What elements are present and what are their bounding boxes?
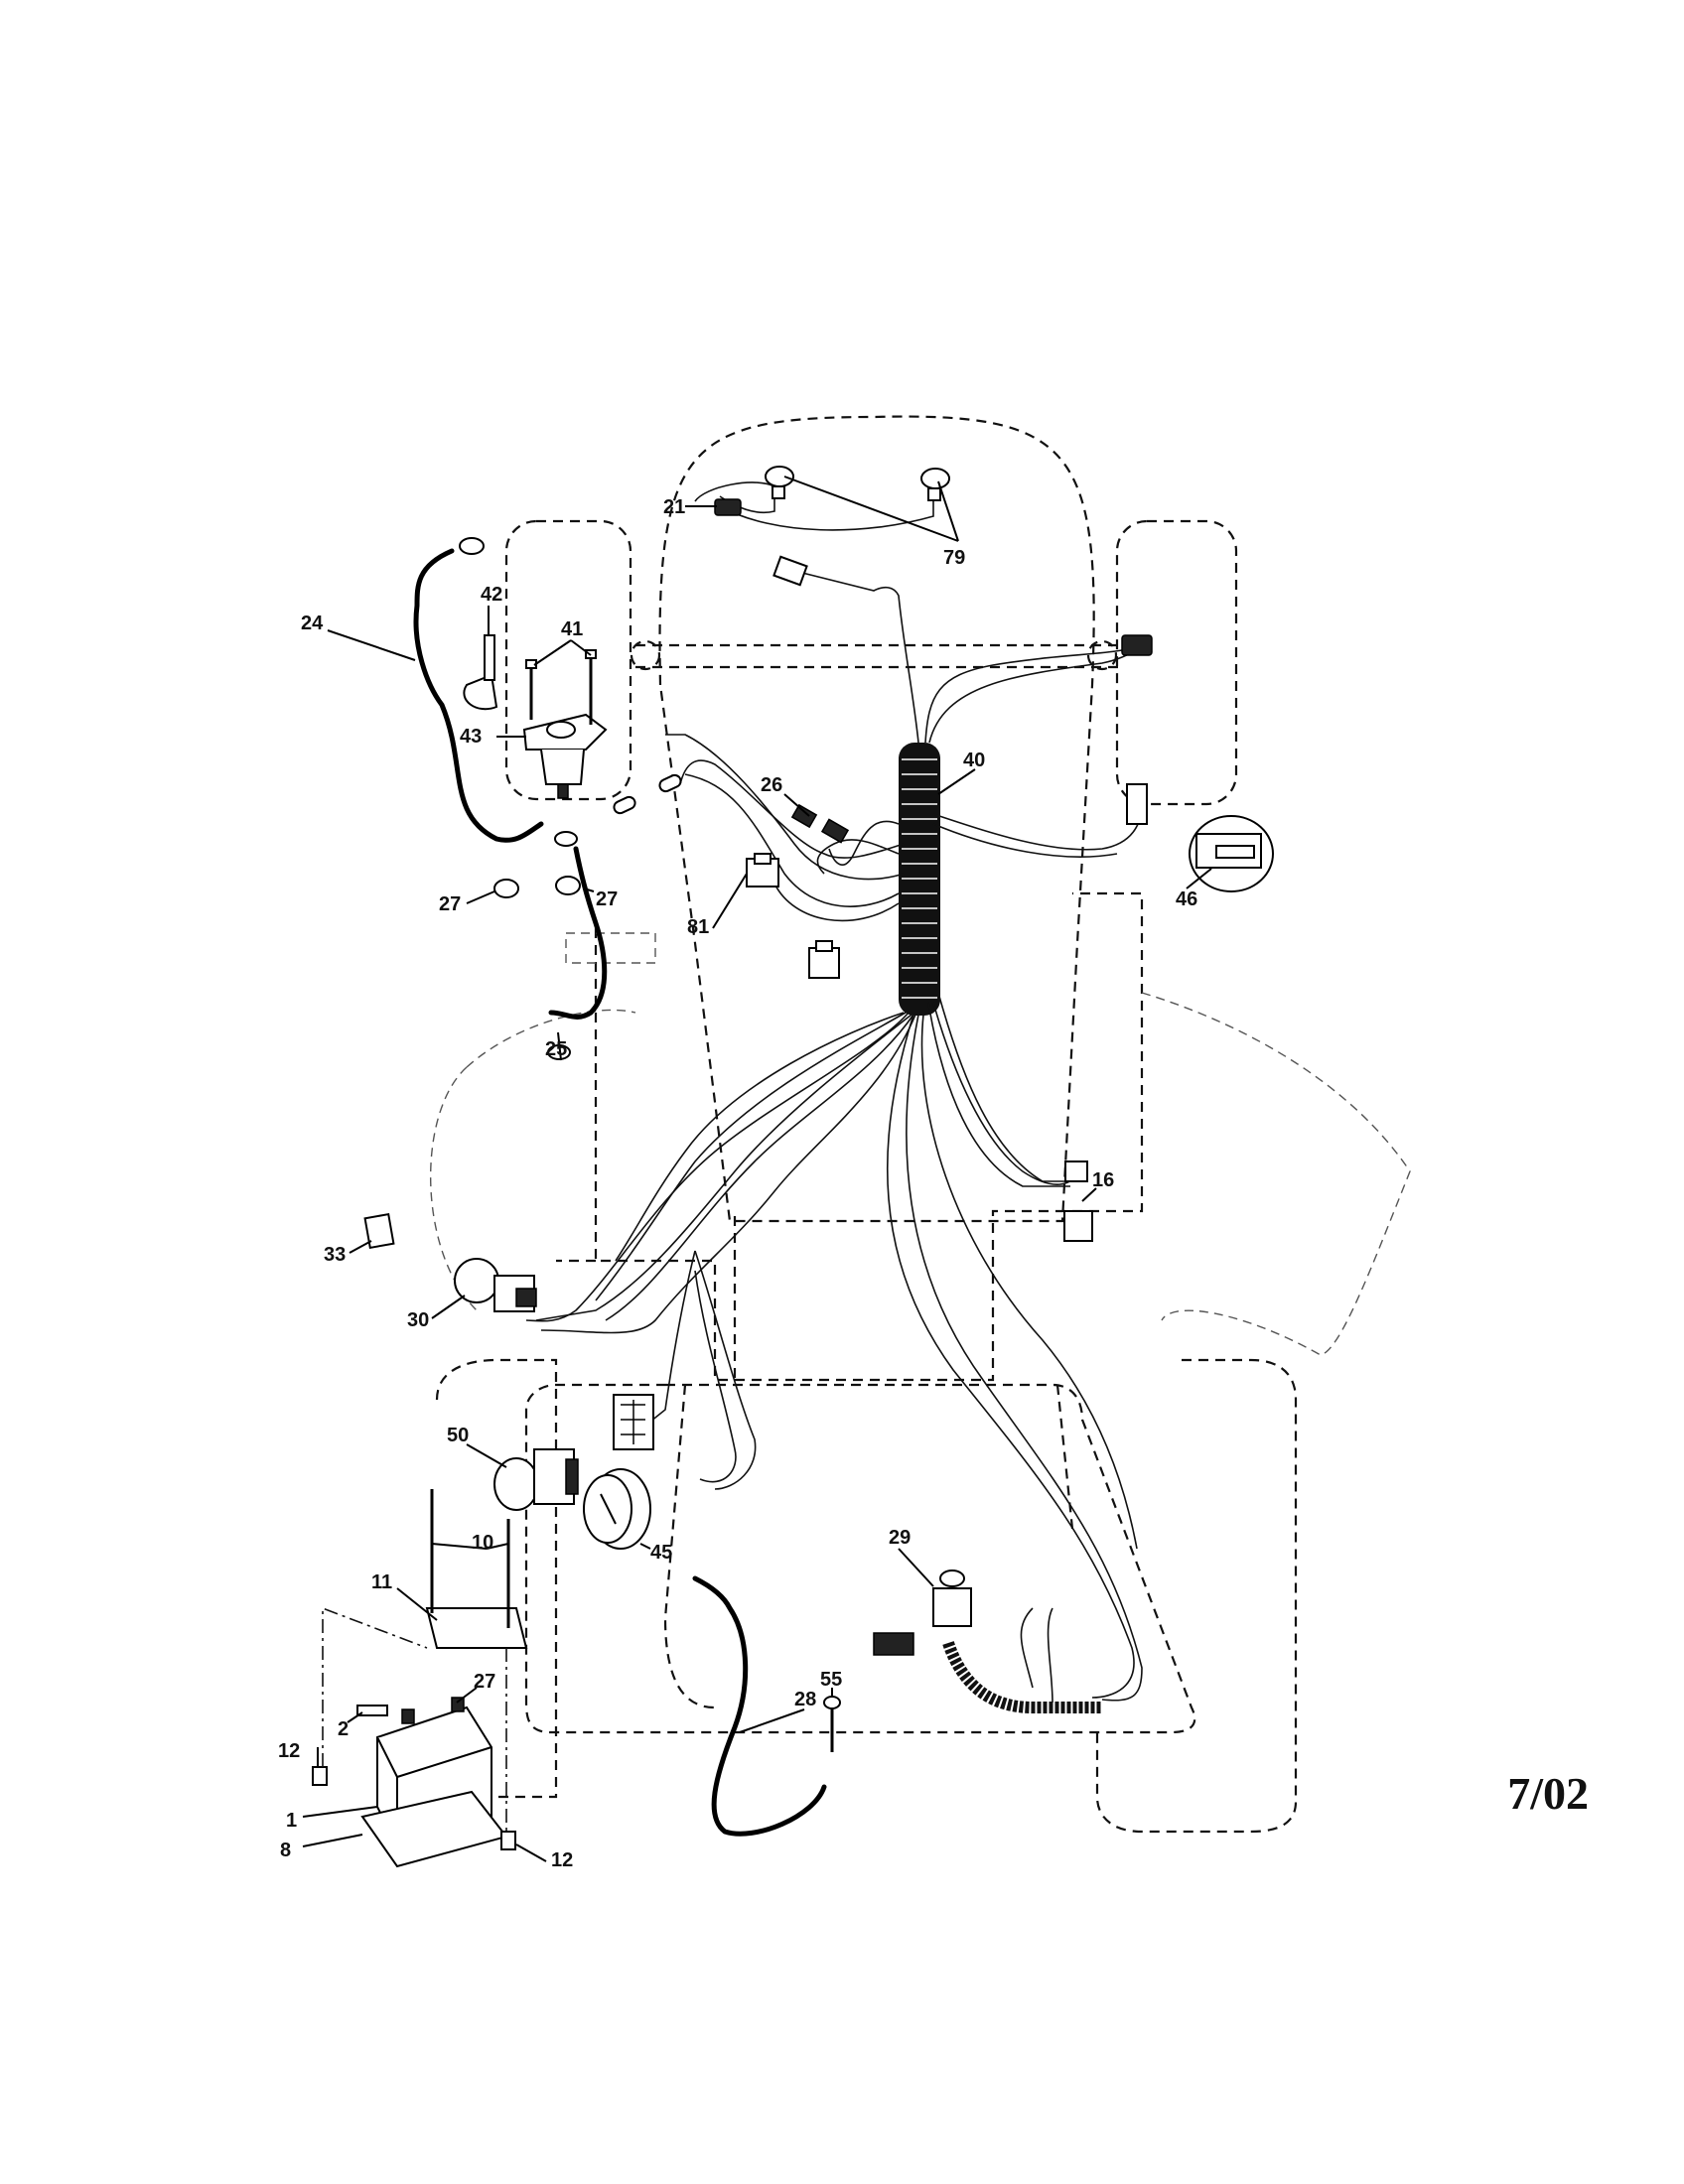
bolts-41	[525, 649, 597, 725]
battery-holddown-lines	[322, 1606, 507, 1832]
connector-26	[790, 803, 850, 844]
label-30: 30	[407, 1309, 429, 1331]
label-28: 28	[794, 1689, 816, 1710]
connector-21	[714, 498, 742, 516]
ammeter-45	[583, 1468, 651, 1550]
wiring-harness-40	[525, 481, 1143, 1713]
label-1: 1	[286, 1810, 297, 1832]
battery-box-11	[425, 1489, 528, 1649]
leader-lines	[302, 476, 1212, 1862]
label-81: 81	[687, 916, 709, 938]
label-55: 55	[820, 1669, 842, 1691]
relay-81	[746, 853, 779, 887]
label-42: 42	[481, 584, 502, 606]
label-10: 10	[472, 1532, 493, 1554]
label-50: 50	[447, 1425, 469, 1446]
label-43: 43	[460, 726, 482, 748]
fuse-holders	[613, 773, 682, 815]
harness-loom	[899, 743, 940, 1016]
label-11: 11	[371, 1571, 392, 1593]
label-16: 16	[1092, 1169, 1114, 1191]
label-27b: 27	[596, 888, 618, 910]
connector-right-top	[1121, 634, 1153, 825]
diode-33	[363, 1212, 395, 1250]
label-25: 25	[545, 1038, 567, 1060]
label-41: 41	[561, 618, 583, 640]
label-12b: 12	[551, 1849, 573, 1871]
label-40: 40	[963, 750, 985, 771]
label-33: 33	[324, 1244, 346, 1266]
connector-top	[772, 555, 808, 587]
connector-mid	[808, 940, 840, 979]
label-21: 21	[663, 496, 685, 518]
clips-12	[312, 1766, 516, 1850]
battery-cables	[413, 548, 827, 1837]
solenoid-43	[522, 713, 608, 799]
label-29: 29	[889, 1527, 911, 1549]
label-45: 45	[650, 1542, 672, 1564]
switch-50	[493, 1448, 579, 1511]
label-79: 79	[943, 547, 965, 569]
date-code: 7/02	[1507, 1768, 1589, 1819]
part-labels: 21 79 42 41 24 43 40 26 46 27 27 81 25 1…	[278, 496, 1197, 1871]
label-27a: 27	[439, 893, 461, 915]
connector-block	[613, 1394, 654, 1450]
label-27c: 27	[474, 1671, 495, 1693]
label-46: 46	[1176, 888, 1197, 910]
seat-switch-connector-16	[1063, 1160, 1093, 1242]
screw-55	[823, 1696, 841, 1752]
lamp-sockets-79	[765, 466, 950, 501]
nut-27	[493, 876, 581, 898]
terminals	[459, 537, 578, 1060]
pto-switch-29	[873, 1570, 972, 1656]
boot-42	[463, 634, 498, 711]
label-24: 24	[301, 613, 324, 634]
label-2: 2	[338, 1718, 349, 1740]
hour-meter-46	[1189, 815, 1274, 892]
ignition-switch-30	[454, 1258, 537, 1312]
label-8: 8	[280, 1840, 291, 1861]
label-26: 26	[761, 774, 782, 796]
label-12a: 12	[278, 1740, 300, 1762]
